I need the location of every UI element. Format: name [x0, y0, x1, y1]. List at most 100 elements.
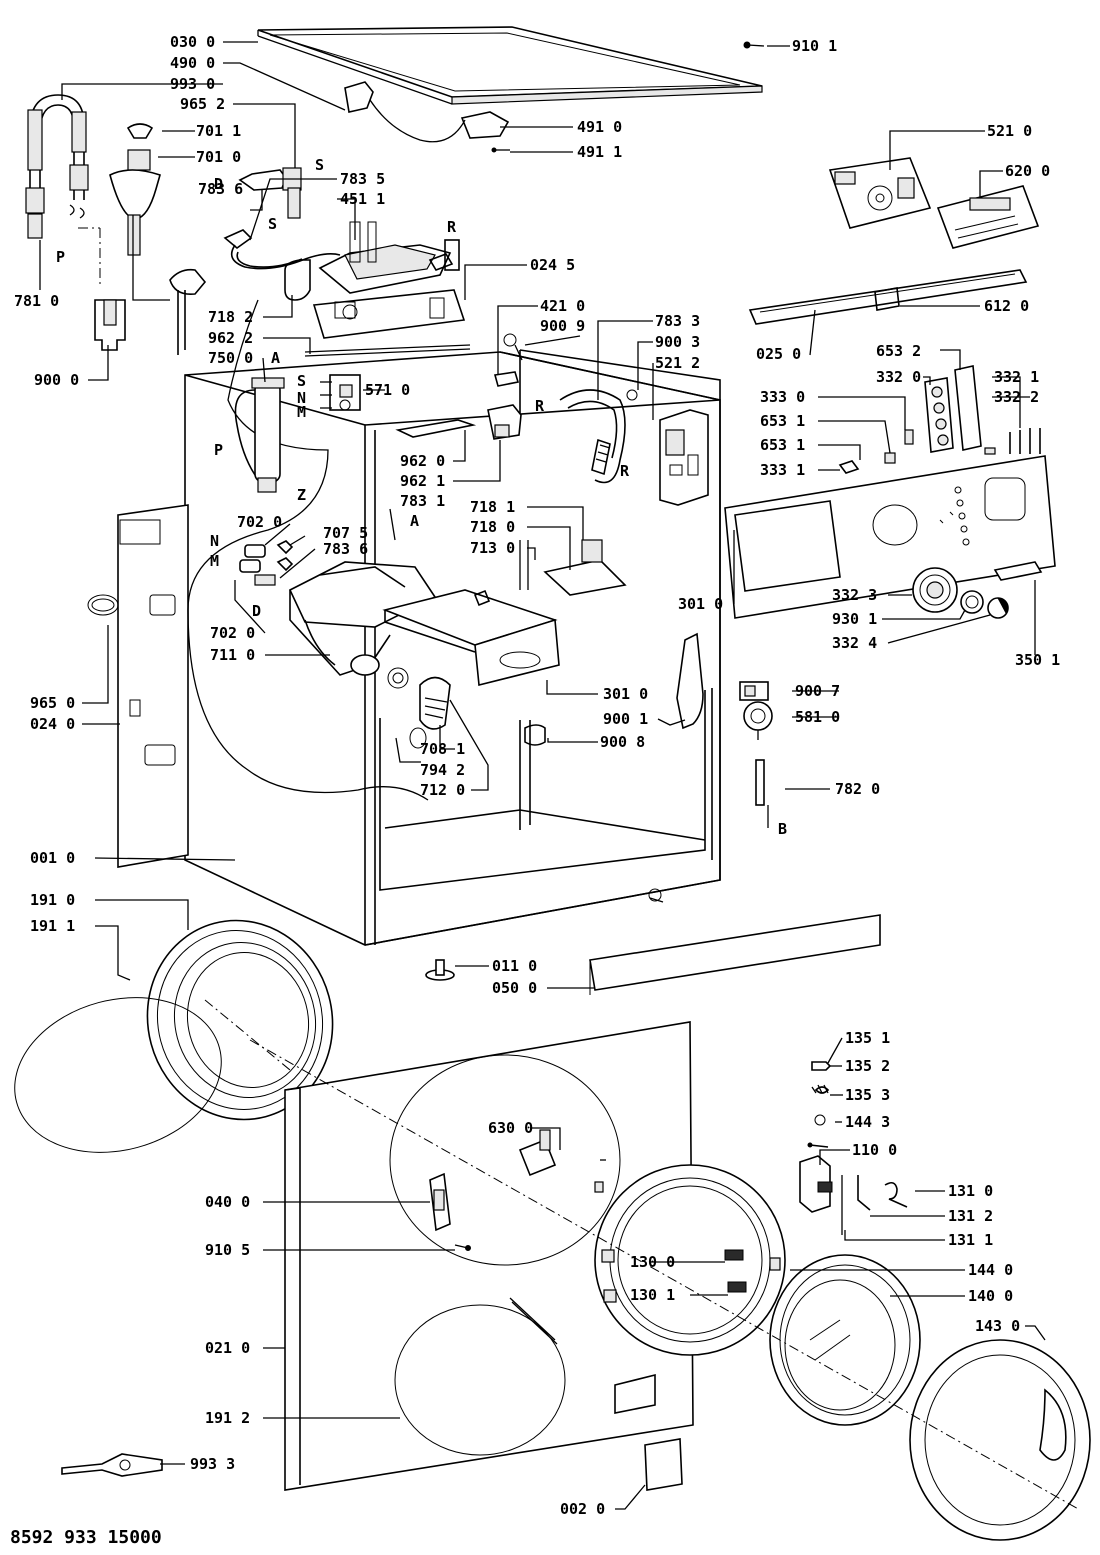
callout-900-1: 900 1 — [603, 710, 648, 728]
callout-491-0: 491 0 — [577, 118, 622, 136]
callout-421-0: 421 0 — [540, 297, 585, 315]
ref-letter-n: N — [210, 532, 219, 550]
callout-900-0: 900 0 — [34, 371, 79, 389]
callout-993-0: 993 0 — [170, 75, 215, 93]
callout-labels: 030 0 490 0 993 0 965 2 701 1 701 0 910 … — [14, 33, 1060, 1518]
buttons — [838, 365, 1041, 474]
callout-490-0: 490 0 — [170, 54, 215, 72]
callout-962-0: 962 0 — [400, 452, 445, 470]
callout-021-0: 021 0 — [205, 1339, 250, 1357]
dispenser-drawer — [382, 589, 560, 687]
callout-783-6b: 783 6 — [323, 540, 368, 558]
callout-993-3: 993 3 — [190, 1455, 235, 1473]
callout-131-0: 131 0 — [948, 1182, 993, 1200]
ref-letter-d: D — [252, 602, 261, 620]
mains-cable — [344, 81, 510, 153]
callout-713-0: 713 0 — [470, 539, 515, 557]
callout-350-1: 350 1 — [1015, 651, 1060, 669]
callout-962-2: 962 2 — [208, 329, 253, 347]
callout-135-2: 135 2 — [845, 1057, 890, 1075]
kickplate — [589, 914, 881, 995]
connectors-702-707 — [239, 540, 294, 586]
callout-900-3: 900 3 — [655, 333, 700, 351]
callout-024-5: 024 5 — [530, 256, 575, 274]
callout-781-0: 781 0 — [14, 292, 59, 310]
pressure-switch-781 — [94, 268, 207, 355]
callout-024-0: 024 0 — [30, 715, 75, 733]
callout-333-0: 333 0 — [760, 388, 805, 406]
heater-750 — [234, 377, 285, 493]
ref-letter-n: N — [297, 389, 306, 407]
callout-140-0: 140 0 — [968, 1287, 1013, 1305]
callout-191-2: 191 2 — [205, 1409, 250, 1427]
callout-910-1: 910 1 — [792, 37, 837, 55]
water-valve-571 — [320, 374, 361, 411]
drum-heater — [284, 221, 460, 301]
callout-131-2: 131 2 — [948, 1207, 993, 1225]
ref-letter-r: R — [447, 218, 457, 236]
ref-letter-z: Z — [297, 486, 306, 504]
control-rail — [748, 269, 1028, 325]
callout-521-0: 521 0 — [987, 122, 1032, 140]
callout-581-0: 581 0 — [795, 708, 840, 726]
callout-301-0b: 301 0 — [603, 685, 648, 703]
door-seal-191 — [14, 919, 334, 1153]
ref-letter-p: P — [56, 248, 65, 266]
pcb-support-024-5 — [304, 289, 471, 357]
door-ring-143 — [909, 1339, 1091, 1541]
callout-110-0: 110 0 — [852, 1141, 897, 1159]
callout-025-0: 025 0 — [756, 345, 801, 363]
callout-130-0: 130 0 — [630, 1253, 675, 1271]
electronic-board-620 — [936, 185, 1040, 249]
callout-653-1b: 653 1 — [760, 436, 805, 454]
foot-011 — [425, 959, 455, 981]
ref-letter-s: S — [315, 156, 324, 174]
ref-letter-m: M — [297, 403, 306, 421]
callout-011-0: 011 0 — [492, 957, 537, 975]
ref-letter-d: D — [214, 175, 223, 193]
door-frame-144 — [594, 1164, 786, 1356]
callout-050-0: 050 0 — [492, 979, 537, 997]
callout-612-0: 612 0 — [984, 297, 1029, 315]
door-axis — [249, 1039, 1081, 1511]
door-handle — [799, 1155, 908, 1235]
callout-718-2: 718 2 — [208, 308, 253, 326]
callout-144-0: 144 0 — [968, 1261, 1013, 1279]
label-plate-002 — [644, 1438, 683, 1491]
strip-962 — [395, 333, 523, 440]
tool-993-3 — [61, 1453, 163, 1477]
callout-332-3: 332 3 — [832, 586, 877, 604]
callout-144-3: 144 3 — [845, 1113, 890, 1131]
ref-letter-p: P — [214, 441, 223, 459]
drain-hose-783-3 — [559, 389, 626, 484]
callout-783-1: 783 1 — [400, 492, 445, 510]
callout-965-0: 965 0 — [30, 694, 75, 712]
callout-620-0: 620 0 — [1005, 162, 1050, 180]
button-bar-350 — [993, 561, 1043, 581]
hinge-040 — [429, 1129, 557, 1232]
callout-711-0: 711 0 — [210, 646, 255, 664]
callout-783-3: 783 3 — [655, 312, 700, 330]
callout-332-0: 332 0 — [876, 368, 921, 386]
callout-135-3: 135 3 — [845, 1086, 890, 1104]
callout-900-9: 900 9 — [540, 317, 585, 335]
callout-332-4: 332 4 — [832, 634, 877, 652]
callout-191-0: 191 0 — [30, 891, 75, 909]
sump-hose — [387, 667, 451, 749]
callout-707-5: 707 5 — [323, 524, 368, 542]
control-panel — [724, 455, 1056, 619]
callout-702-0b: 702 0 — [210, 624, 255, 642]
callout-571-0: 571 0 — [365, 381, 410, 399]
electronic-board-521 — [828, 157, 932, 229]
module-521-2 — [626, 389, 709, 506]
callout-783-5: 783 5 — [340, 170, 385, 188]
ref-letter-m: M — [210, 552, 219, 570]
diagram-code: 8592 933 15000 — [10, 1527, 162, 1548]
callout-794-2: 794 2 — [420, 761, 465, 779]
callout-451-1: 451 1 — [340, 190, 385, 208]
ref-letter-a: A — [410, 512, 419, 530]
callout-130-1: 130 1 — [630, 1286, 675, 1304]
reference-letters: P P D D S S S R R R A A Z N M N M B — [56, 156, 787, 838]
small-parts-135 — [807, 1061, 832, 1148]
